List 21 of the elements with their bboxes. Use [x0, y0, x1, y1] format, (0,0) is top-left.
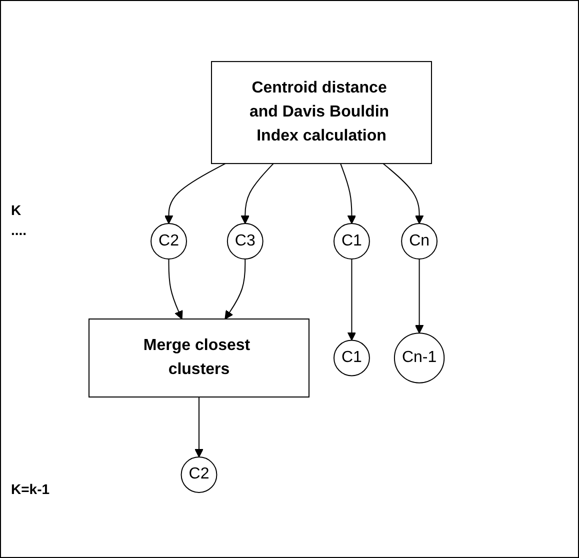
node-box: Merge closest clusters — [88, 318, 310, 398]
arrow — [168, 258, 183, 320]
arrow — [224, 258, 246, 320]
row-label: .... — [11, 222, 27, 238]
node-circle: C2 — [180, 456, 218, 493]
arrow — [382, 163, 424, 224]
arrow — [340, 163, 356, 224]
row-label: K — [11, 202, 22, 218]
node-circle: C2 — [150, 223, 187, 260]
arrow — [240, 163, 274, 224]
arrow — [194, 396, 204, 458]
node-circle: C1 — [334, 340, 370, 376]
row-label: K=k-1 — [11, 480, 50, 497]
node-circle: Cn — [401, 223, 438, 260]
arrow — [414, 258, 424, 334]
node-box: Centroid distance and Davis Bouldin Index calculation — [211, 61, 432, 164]
node-circle: C3 — [226, 223, 264, 260]
node-circle: C1 — [334, 223, 370, 260]
arrow — [347, 258, 356, 341]
arrow — [164, 163, 226, 224]
node-circle: Cn-1 — [394, 332, 445, 384]
